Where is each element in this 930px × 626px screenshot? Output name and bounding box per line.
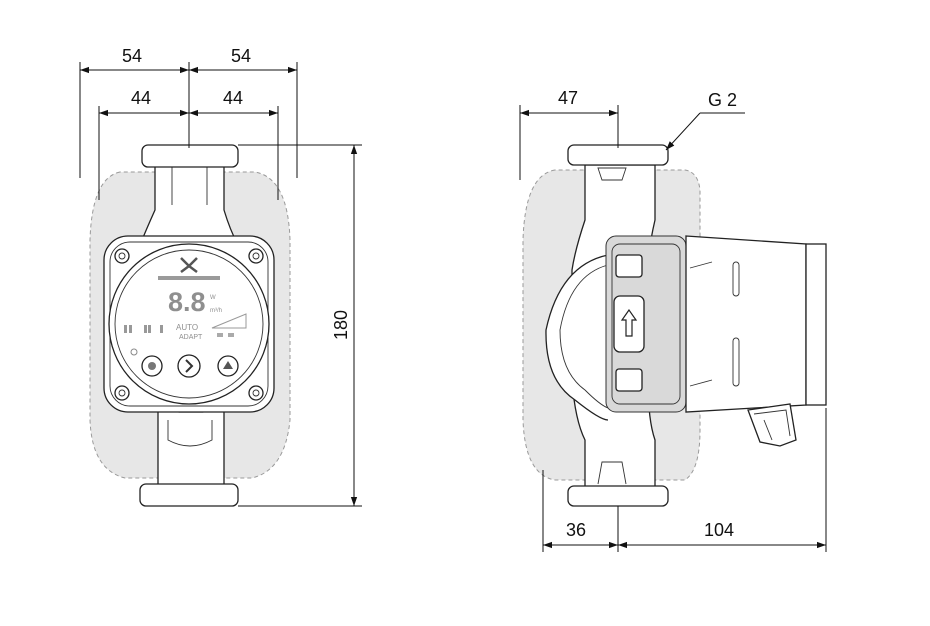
side-view: 47 G 2 36 104 (519, 88, 827, 552)
side-volute (545, 254, 609, 421)
side-dimensions (519, 105, 827, 552)
front-top-flange (141, 144, 239, 168)
dim-top: 47 (558, 88, 578, 108)
night-mode-button[interactable] (217, 355, 239, 377)
dim-inner-left: 44 (131, 88, 151, 108)
settings-button[interactable] (141, 355, 163, 377)
cooling-fins (689, 261, 740, 387)
front-view: 8.8 W m³/h AUTO ADAPT (79, 46, 362, 507)
adapt-label: ADAPT (179, 334, 203, 341)
front-upper-pipe (139, 164, 240, 246)
housing-screws (114, 248, 264, 401)
curve-indicator (211, 313, 247, 337)
dim-height: 180 (331, 310, 351, 340)
dim-bottom-right: 104 (704, 520, 734, 540)
front-bottom-flange (139, 483, 239, 507)
side-cable-connector (747, 403, 797, 447)
thread-label: G 2 (708, 90, 737, 110)
flow-direction-arrow-icon (613, 295, 645, 353)
side-motor-stator (685, 235, 807, 413)
unit-m3h-label: m³/h (210, 308, 222, 314)
side-bottom-flange (567, 485, 669, 507)
power-led-icon (130, 348, 138, 356)
dim-inner-right: 44 (223, 88, 243, 108)
select-arrow-button[interactable] (177, 354, 201, 378)
auto-label: AUTO (176, 323, 198, 332)
dim-outer-left: 54 (122, 46, 142, 66)
dim-bottom-left: 36 (566, 520, 586, 540)
front-dimensions (79, 62, 362, 507)
mode-indicator-bars (124, 325, 163, 333)
side-panel-slots (615, 254, 643, 392)
unit-w-label: W (210, 295, 216, 301)
display-digits: 8.8 (168, 287, 206, 317)
brand-logo (158, 257, 220, 280)
dim-outer-right: 54 (231, 46, 251, 66)
